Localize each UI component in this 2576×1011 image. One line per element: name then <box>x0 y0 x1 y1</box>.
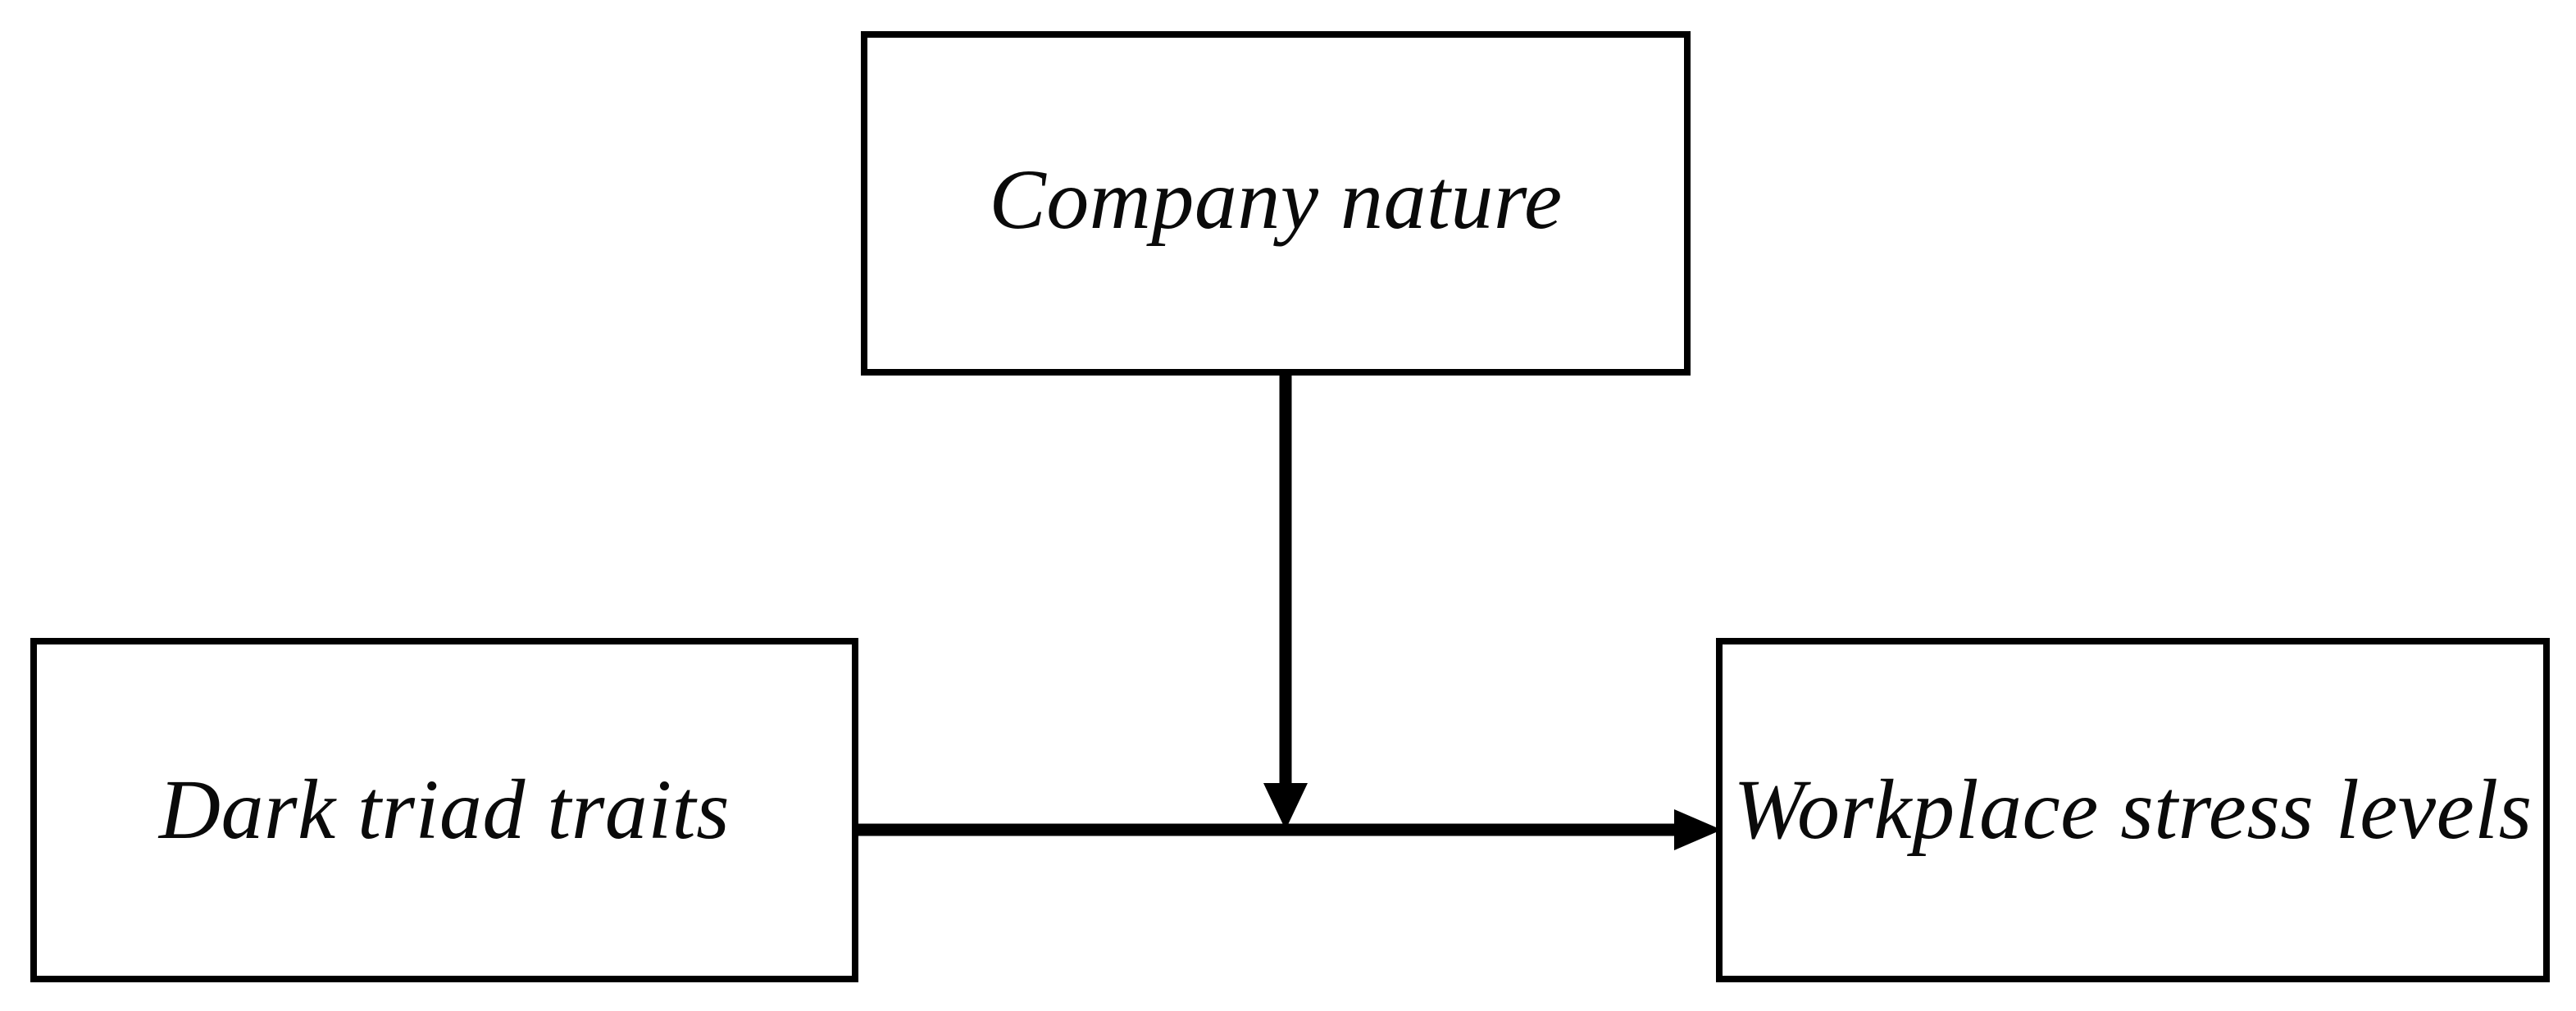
edge-company-nature-to-main-path <box>1254 369 1320 832</box>
arrow-right-icon <box>853 809 1722 850</box>
node-workplace-stress-levels-label: Workplace stress levels <box>1733 763 2533 858</box>
node-company-nature[interactable]: Company nature <box>861 31 1691 376</box>
node-dark-triad-traits[interactable]: Dark triad traits <box>30 638 858 982</box>
arrowhead-down <box>1263 783 1308 830</box>
edge-dark-triad-to-workplace-stress <box>853 808 1723 854</box>
arrow-down-icon <box>1263 369 1308 830</box>
node-workplace-stress-levels[interactable]: Workplace stress levels <box>1716 638 2550 982</box>
arrowhead-right <box>1674 809 1722 850</box>
node-company-nature-label: Company nature <box>989 153 1563 248</box>
node-dark-triad-traits-label: Dark triad traits <box>158 763 730 858</box>
